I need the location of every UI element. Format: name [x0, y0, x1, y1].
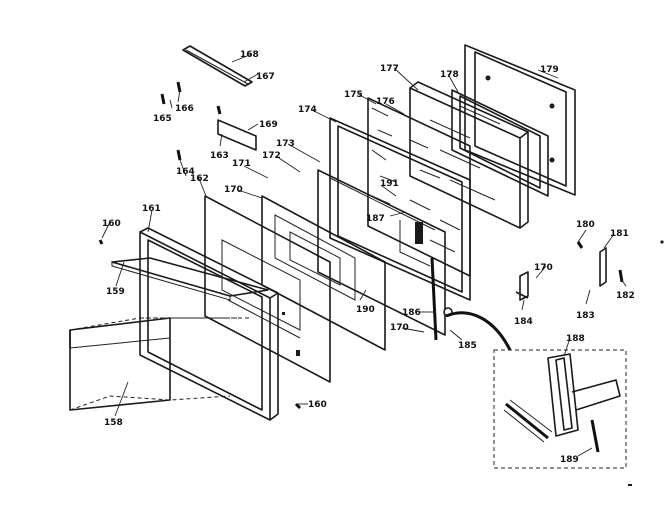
part-175-insulation — [367, 97, 471, 277]
callout-171: 171 — [232, 159, 251, 169]
callout-162: 162 — [190, 174, 209, 184]
callout-165: 165 — [153, 114, 172, 124]
callout-170-bottom: 170 — [390, 323, 409, 333]
callout-190: 190 — [356, 305, 375, 315]
callout-177: 177 — [380, 64, 399, 74]
part-173-middle-panel — [317, 169, 446, 336]
callout-161: 161 — [142, 204, 161, 214]
part-174-door-liner — [329, 117, 471, 301]
callout-181: 181 — [610, 229, 629, 239]
callout-183: 183 — [576, 311, 595, 321]
callout-180: 180 — [576, 220, 595, 230]
callout-164: 164 — [176, 167, 195, 177]
stray-dot — [660, 240, 664, 244]
callout-170-left: 170 — [224, 185, 243, 195]
callout-175: 175 — [344, 90, 363, 100]
part-159-handle-bar — [111, 257, 269, 301]
part-169-small-panel — [217, 119, 257, 151]
part-161-door-frame — [139, 227, 279, 421]
callout-170-right: 170 — [534, 263, 553, 273]
callout-186: 186 — [402, 308, 421, 318]
part-176-177-wrapper — [409, 81, 529, 229]
part-168-vent-strip — [182, 45, 253, 87]
part-170-inner-panel — [261, 195, 386, 351]
callout-163: 163 — [210, 151, 229, 161]
part-162-outer-glass — [204, 195, 331, 383]
callout-182: 182 — [616, 291, 635, 301]
callout-176: 176 — [376, 97, 395, 107]
part-185-hinge-assembly — [430, 257, 512, 351]
callout-169: 169 — [259, 120, 278, 130]
callout-174: 174 — [298, 105, 317, 115]
callout-188: 188 — [566, 334, 585, 344]
leader-lines — [101, 53, 627, 457]
callout-189: 189 — [560, 455, 579, 465]
callout-166: 166 — [175, 104, 194, 114]
callout-184: 184 — [514, 317, 533, 327]
callout-160-left: 160 — [102, 219, 121, 229]
callout-159: 159 — [106, 287, 125, 297]
callout-labels: 158 159 160 160 161 162 163 164 165 166 … — [102, 50, 635, 465]
part-181-hinge — [515, 247, 607, 301]
callout-187: 187 — [366, 214, 385, 224]
hardware-screws — [98, 81, 624, 410]
part-158-trim-panel — [69, 317, 250, 411]
callout-178: 178 — [440, 70, 459, 80]
callout-168: 168 — [240, 50, 259, 60]
callout-173: 173 — [276, 139, 295, 149]
callout-158: 158 — [104, 418, 123, 428]
callout-185: 185 — [458, 341, 477, 351]
callout-167: 167 — [256, 72, 275, 82]
part-178-inner-frame — [451, 89, 549, 197]
detail-inset-188 — [493, 349, 627, 469]
stray-mark — [628, 484, 632, 486]
callout-172: 172 — [262, 151, 281, 161]
callout-160-bottom: 160 — [308, 400, 327, 410]
callout-191: 191 — [380, 179, 399, 189]
part-179-back-panel — [464, 44, 576, 196]
callout-179: 179 — [540, 65, 559, 75]
